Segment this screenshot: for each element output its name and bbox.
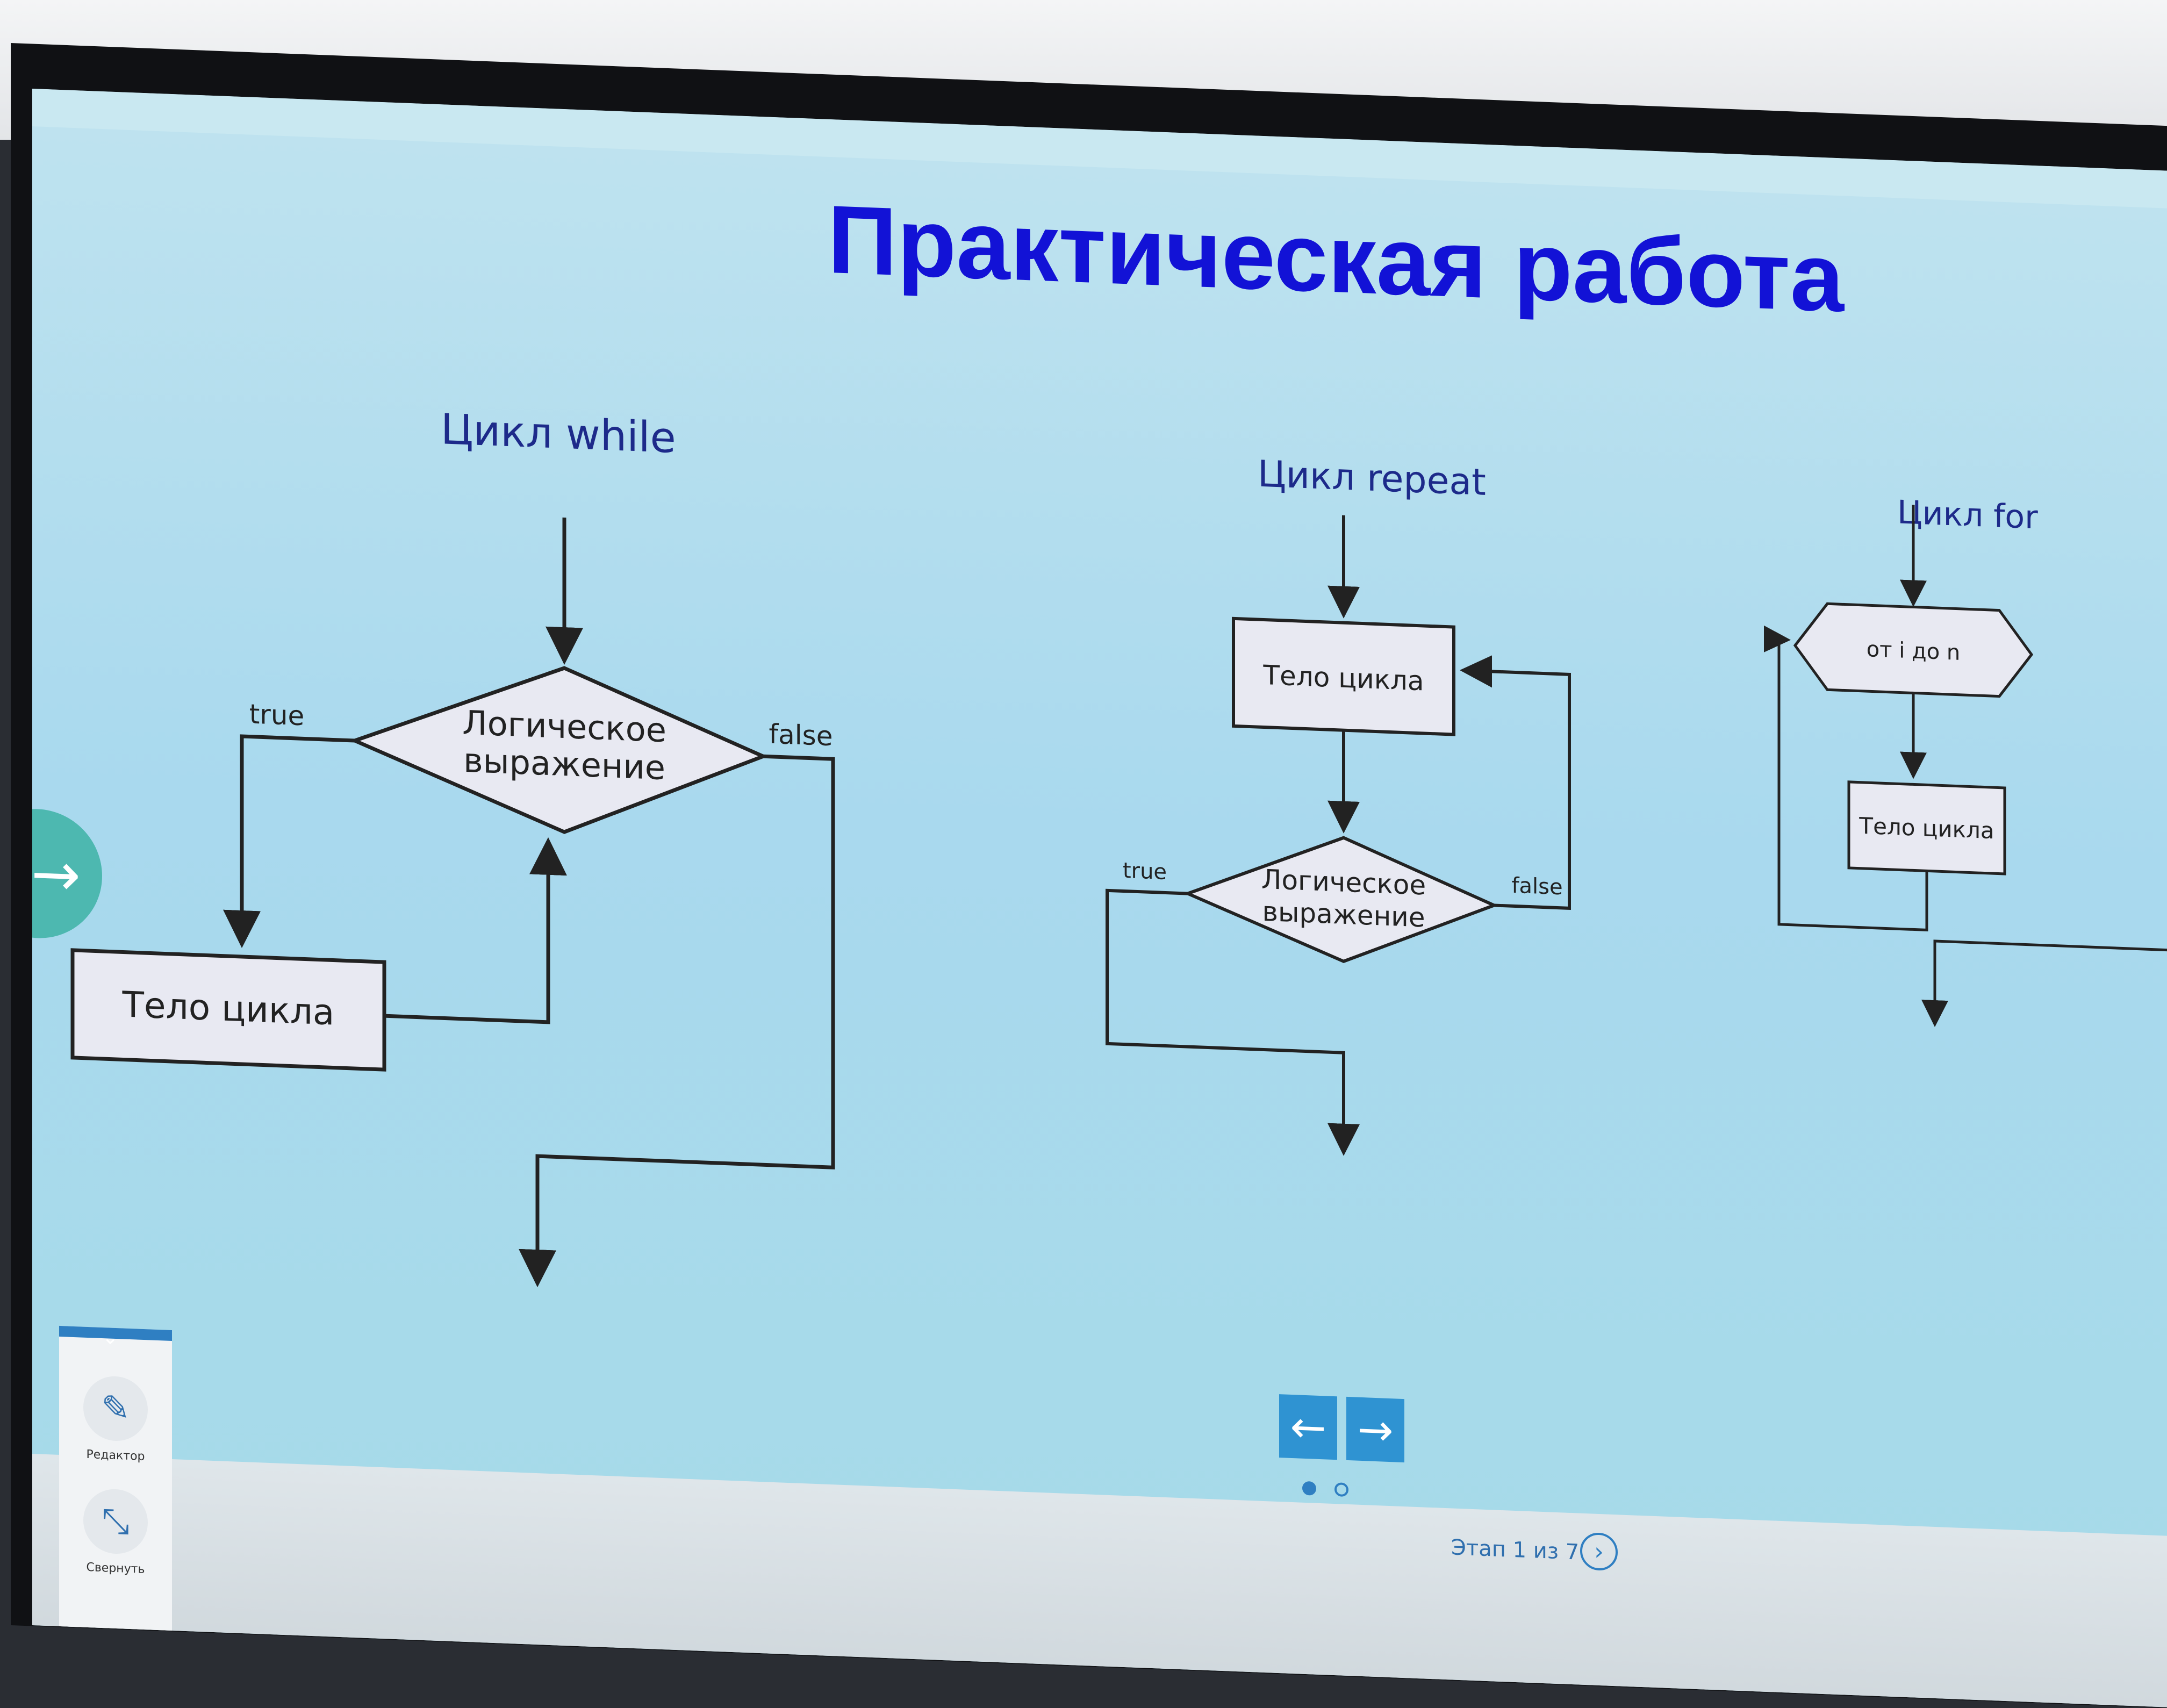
while-condition-line1: Логическое xyxy=(462,703,666,750)
for-header-text: от i до n xyxy=(1867,637,1960,665)
chevron-down-icon[interactable]: ⌄ xyxy=(102,1326,119,1350)
while-flowchart xyxy=(70,517,835,1288)
collapse-button[interactable]: ⤡ xyxy=(83,1488,148,1555)
repeat-false-arrow xyxy=(1460,655,1571,910)
editor-label: Редактор xyxy=(86,1447,145,1464)
while-true-arrow xyxy=(223,734,355,948)
repeat-condition-diamond xyxy=(1183,836,1498,963)
group-button[interactable]: ⚇ xyxy=(484,1643,537,1699)
for-exit-arrow xyxy=(1921,939,2167,1027)
for-texts: от i до n Тело цикла xyxy=(1859,637,1994,844)
for-flowchart xyxy=(1764,505,2167,1027)
repeat-true-label: true xyxy=(1123,858,1167,885)
slide-dot-active[interactable] xyxy=(1302,1481,1316,1496)
for-body-text: Тело цикла xyxy=(1859,813,1994,844)
arrow-right-icon: → xyxy=(1357,1404,1394,1455)
for-header-hexagon xyxy=(1793,602,2034,698)
repeat-condition-line1: Логическое xyxy=(1261,864,1426,901)
slide-dot[interactable] xyxy=(1334,1482,1348,1497)
pencil-icon: ✎ xyxy=(101,1388,130,1429)
repeat-false-label: false xyxy=(1511,873,1562,900)
editor-button[interactable]: ✎ xyxy=(83,1375,148,1443)
group-icon: ⚇ xyxy=(498,1655,523,1688)
repeat-flowchart xyxy=(1106,515,1571,1156)
repeat-true-arrow xyxy=(1106,888,1360,1156)
tool-panel: ⌄ ✎ Редактор ⤡ Свернуть xyxy=(59,1325,172,1674)
while-texts: Логическое выражение Тело цикла true fal… xyxy=(122,699,833,1034)
screen-share-button[interactable]: ▭ xyxy=(312,1636,365,1692)
arrow-left-icon: ← xyxy=(1290,1401,1326,1453)
user-button[interactable]: ● xyxy=(403,1640,457,1696)
while-body-text: Тело цикла xyxy=(122,984,335,1033)
for-return-arrow xyxy=(1764,625,1928,932)
screen-icon: ▭ xyxy=(326,1648,351,1681)
arrow-right-icon: → xyxy=(32,838,81,910)
chevron-right-icon: › xyxy=(1594,1538,1604,1566)
while-return-arrow xyxy=(384,837,567,1024)
next-slide-button[interactable]: → xyxy=(1346,1396,1404,1463)
flowcharts: Логическое выражение Тело цикла true fal… xyxy=(70,505,2167,1288)
while-true-label: true xyxy=(249,699,305,732)
repeat-body-text: Тело цикла xyxy=(1263,659,1424,697)
while-false-label: false xyxy=(769,719,833,752)
while-false-arrow xyxy=(519,754,835,1288)
while-condition-line2: выражение xyxy=(463,741,665,787)
prev-slide-button[interactable]: ← xyxy=(1279,1394,1337,1460)
collapse-label: Свернуть xyxy=(86,1560,145,1577)
repeat-condition-line2: выражение xyxy=(1262,896,1425,934)
while-condition-diamond xyxy=(349,666,769,834)
collapse-icon: ⤡ xyxy=(102,1501,130,1542)
presentation-screen: Практическая работа Цикл while Цикл repe… xyxy=(32,89,2167,1707)
repeat-texts: Тело цикла Логическое выражение true fal… xyxy=(1123,659,1563,934)
user-icon: ● xyxy=(418,1652,442,1684)
stage-counter: Этап 1 из 7 xyxy=(1451,1535,1580,1565)
